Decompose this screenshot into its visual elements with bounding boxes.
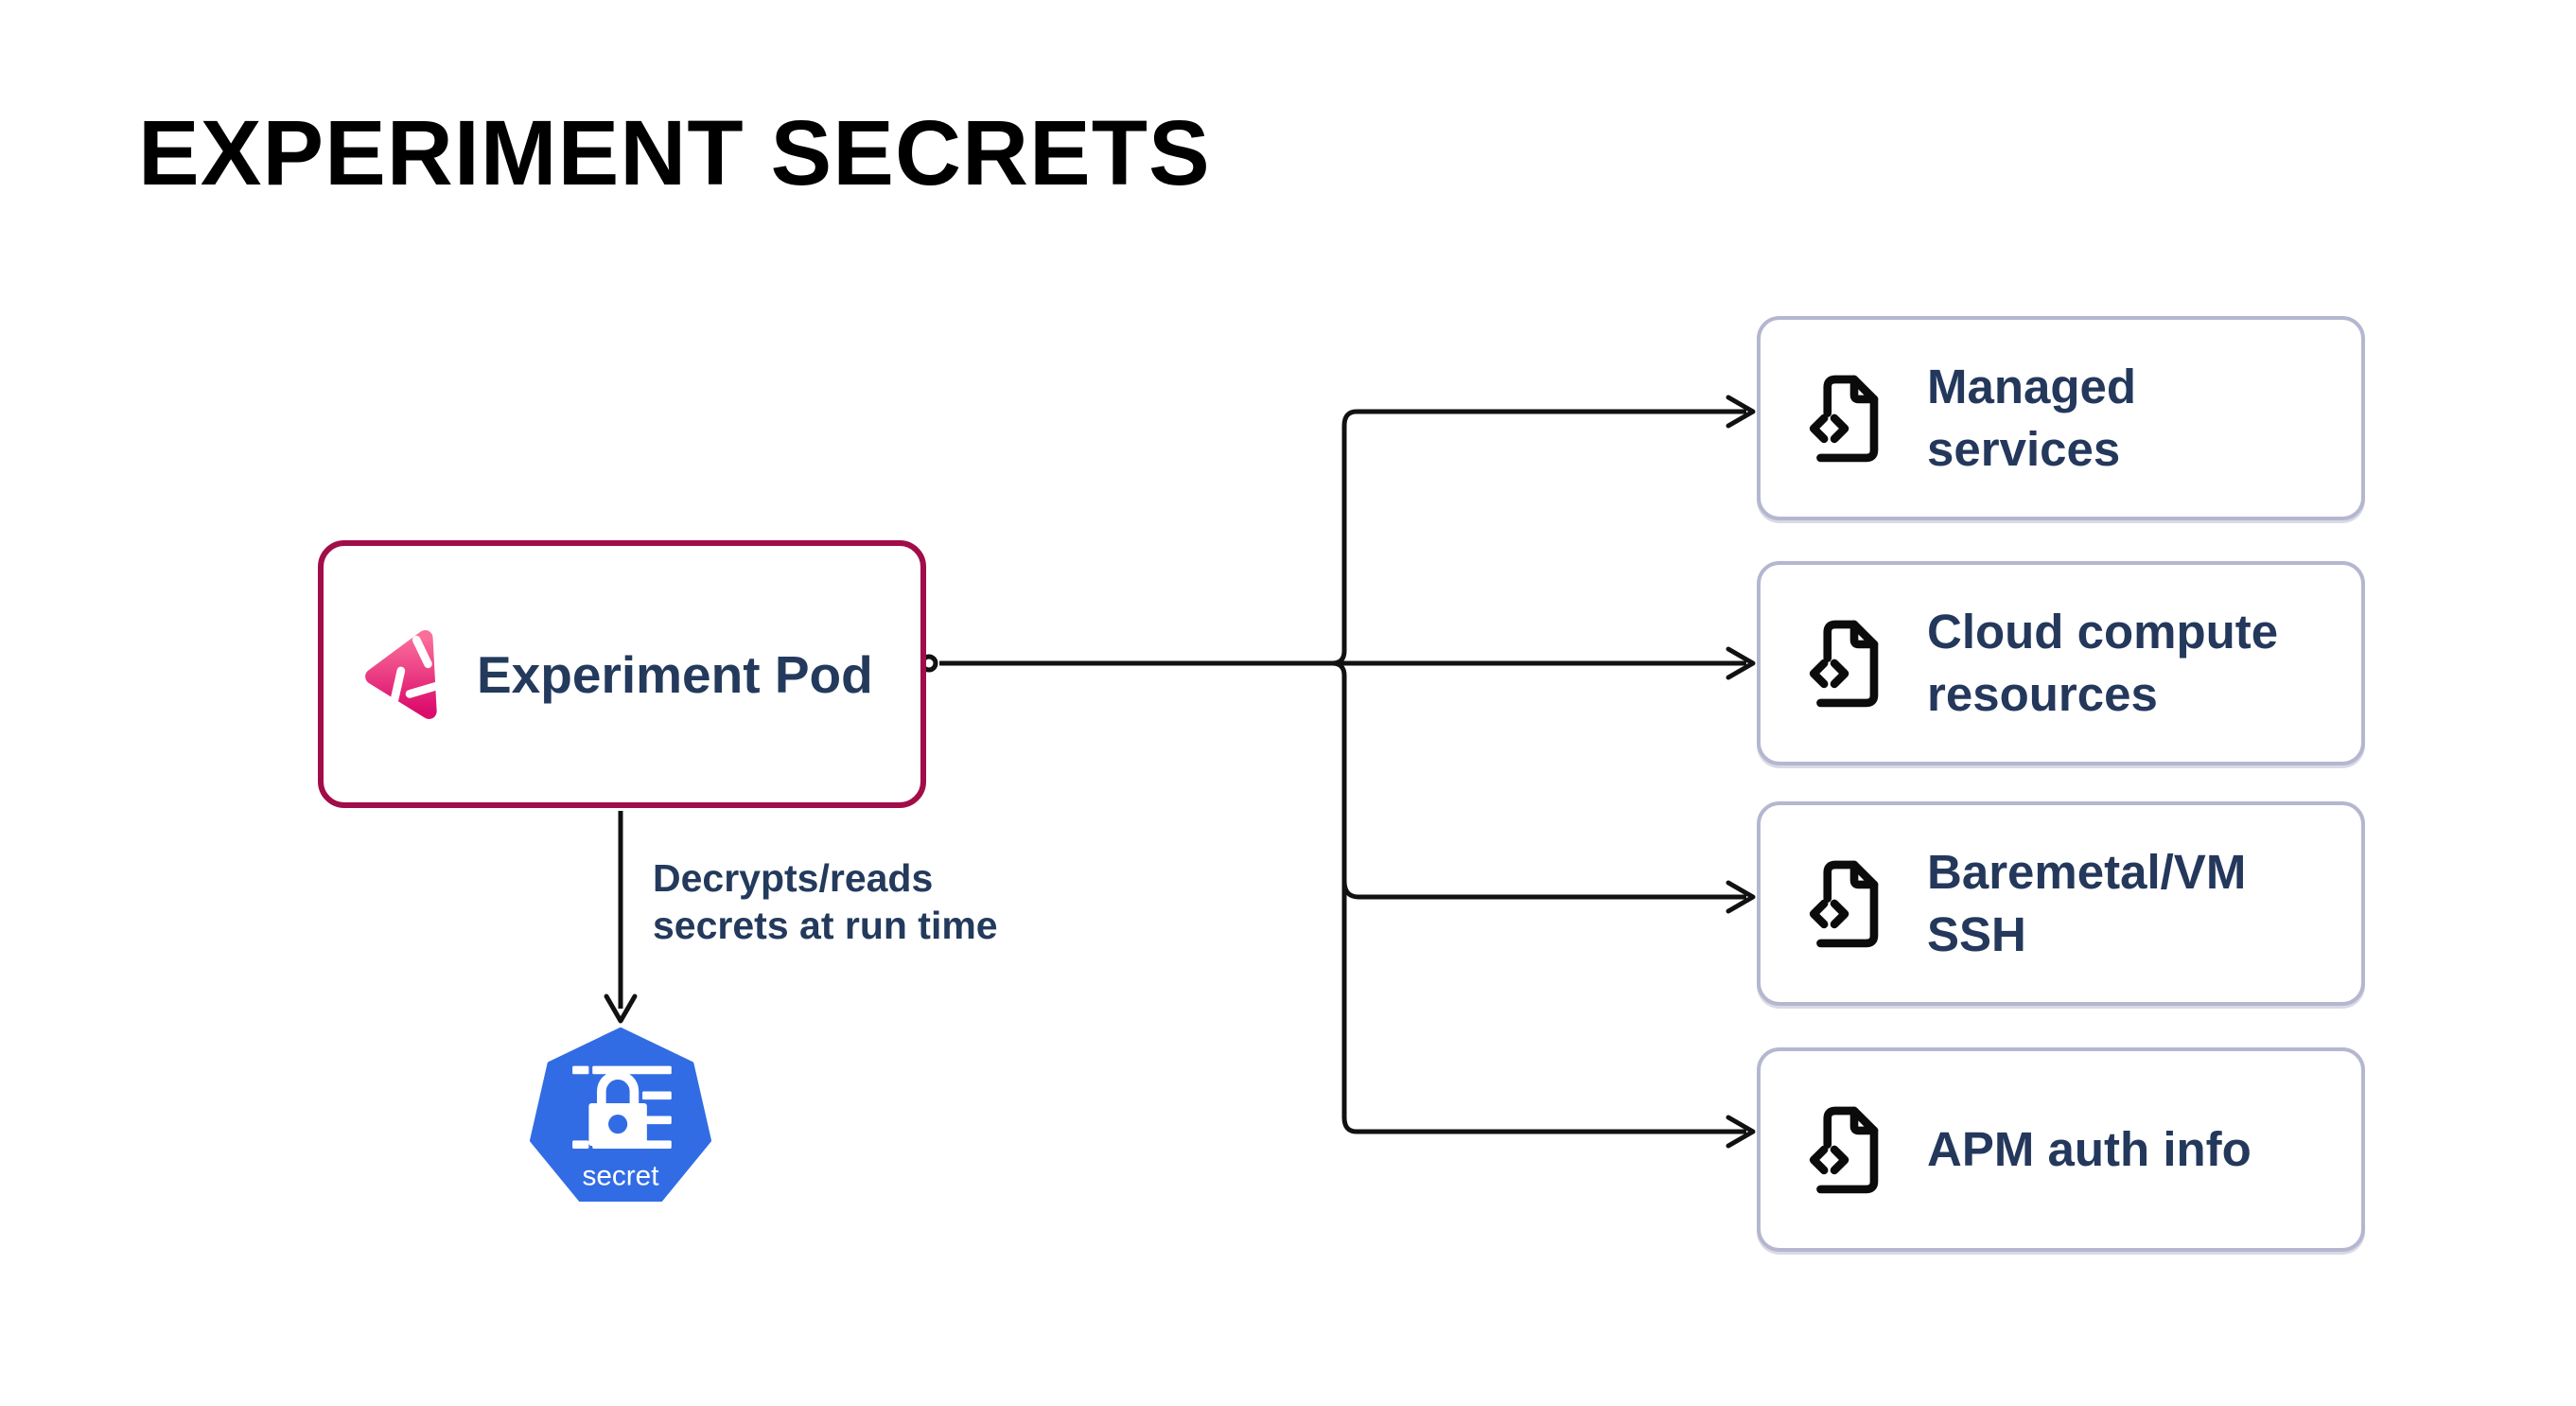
- experiment-pod-label: Experiment Pod: [477, 644, 873, 704]
- litmus-experiment-icon: [365, 630, 447, 719]
- arrowhead-secret: [604, 993, 638, 1024]
- file-code-icon: [1806, 1097, 1884, 1203]
- target-label: Managed services: [1927, 360, 2137, 476]
- arrowhead-apm: [1726, 1115, 1756, 1149]
- target-cloud-compute: Cloud compute resources: [1757, 561, 2365, 765]
- connector-branch-down: [1331, 660, 1746, 1134]
- kubernetes-secret-icon: secret: [530, 1028, 711, 1202]
- lock-icon: [588, 1070, 647, 1147]
- secret-icon-label: secret: [582, 1160, 659, 1191]
- edge-note: Decrypts/reads secrets at run time: [653, 856, 998, 947]
- target-label: Baremetal/VM SSH: [1927, 845, 2247, 961]
- experiment-pod-node: Experiment Pod: [318, 540, 926, 808]
- arrowhead-managed-services: [1726, 395, 1756, 429]
- page-title: EXPERIMENT SECRETS: [138, 101, 1211, 204]
- file-code-icon: [1806, 610, 1884, 716]
- target-managed-services: Managed services: [1757, 316, 2365, 520]
- arrowhead-cloud-compute: [1726, 646, 1756, 680]
- target-label: Cloud compute resources: [1927, 605, 2279, 721]
- connector-branch-up: [1331, 409, 1746, 666]
- target-label: APM auth info: [1927, 1122, 2252, 1176]
- connector-branch-baremetal: [1341, 880, 1746, 900]
- target-apm-auth-info: APM auth info: [1757, 1047, 2365, 1252]
- file-code-icon: [1806, 851, 1884, 957]
- file-code-icon: [1806, 365, 1884, 471]
- target-baremetal-vm-ssh: Baremetal/VM SSH: [1757, 801, 2365, 1006]
- arrowhead-baremetal: [1726, 880, 1756, 914]
